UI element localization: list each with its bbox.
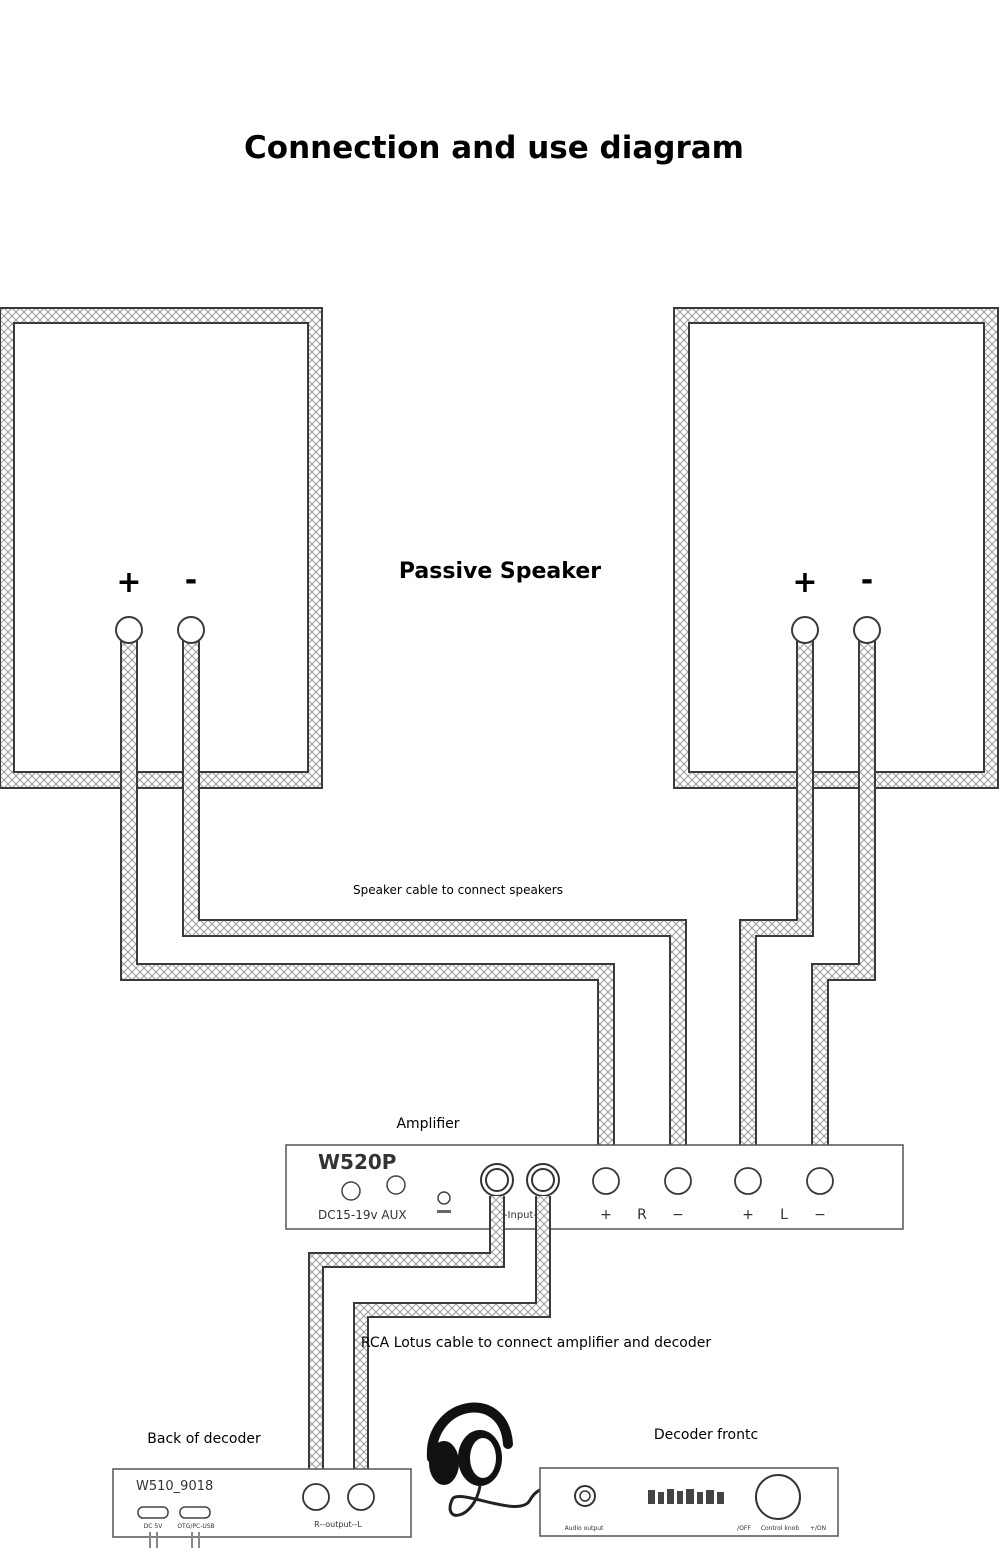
display-icon xyxy=(648,1489,724,1504)
usb-port-icon xyxy=(179,1506,211,1519)
back-of-decoder-label: Back of decoder xyxy=(147,1431,261,1447)
amplifier-label: Amplifier xyxy=(396,1116,459,1132)
right-speaker-plus-label: + xyxy=(792,565,817,600)
rca-output-label: R--output--L xyxy=(314,1520,362,1529)
control-knob-icon xyxy=(755,1474,801,1520)
rca-input-label: R-Input-L xyxy=(497,1210,543,1221)
speaker-terminals xyxy=(115,616,881,644)
amp-out-plus-r-terminal xyxy=(592,1167,620,1195)
decoder-front: Audio output /OFF Control knob +/ON xyxy=(539,1467,839,1537)
left-minus-terminal xyxy=(177,616,205,644)
passive-speaker-label: Passive Speaker xyxy=(399,559,601,584)
rca-cables xyxy=(308,1196,551,1485)
rca-output-l-icon xyxy=(347,1483,375,1511)
speaker-cables xyxy=(120,640,876,1168)
amplifier: W520P DC15-19v AUX R-Input-L + R − + L − xyxy=(285,1144,904,1230)
amp-out-plus-l-label: + xyxy=(742,1207,754,1223)
rca-output-r-icon xyxy=(302,1483,330,1511)
audio-output-label: Audio output xyxy=(565,1525,604,1532)
right-plus-terminal xyxy=(791,616,819,644)
right-speaker: + - xyxy=(673,307,999,789)
left-speaker-plus-label: + xyxy=(116,565,141,600)
left-plus-terminal xyxy=(115,616,143,644)
power-aux-label: DC15-19v AUX xyxy=(318,1208,407,1222)
left-speaker-minus-label: - xyxy=(185,563,197,598)
decoder-front-label: Decoder frontc xyxy=(654,1427,758,1443)
amp-out-r-label: R xyxy=(637,1207,647,1223)
amp-out-minus-l-terminal xyxy=(806,1167,834,1195)
decoder-back: W510_9018 DC 5V OTG/PC-USB R--output--L xyxy=(112,1468,412,1548)
rca-cable-label: RCA Lotus cable to connect amplifier and… xyxy=(361,1335,712,1351)
right-minus-terminal xyxy=(853,616,881,644)
decoder-model: W510_9018 xyxy=(136,1479,213,1494)
amplifier-model: W520P xyxy=(318,1150,396,1174)
amp-out-plus-r-label: + xyxy=(600,1207,612,1223)
dc-port-label: DC 5V xyxy=(144,1523,164,1530)
power-switch-icon xyxy=(437,1191,451,1205)
usb-port-label: OTG/PC-USB xyxy=(177,1523,214,1530)
amp-out-minus-r-label: − xyxy=(672,1207,684,1223)
control-knob-label: Control knob xyxy=(761,1525,800,1532)
aux-jack-icon xyxy=(386,1175,406,1195)
right-speaker-minus-label: - xyxy=(861,563,873,598)
amp-out-plus-l-terminal xyxy=(734,1167,762,1195)
dc-port-icon xyxy=(137,1506,169,1519)
amp-out-minus-r-terminal xyxy=(664,1167,692,1195)
off-label: /OFF xyxy=(737,1525,751,1532)
on-label: +/ON xyxy=(810,1525,826,1532)
power-jack-icon xyxy=(341,1181,361,1201)
left-speaker: + - xyxy=(0,307,323,789)
amp-out-l-label: L xyxy=(780,1207,788,1223)
page-title: Connection and use diagram xyxy=(244,130,744,166)
speaker-cable-label: Speaker cable to connect speakers xyxy=(353,883,563,897)
amp-out-minus-l-label: − xyxy=(814,1207,826,1223)
